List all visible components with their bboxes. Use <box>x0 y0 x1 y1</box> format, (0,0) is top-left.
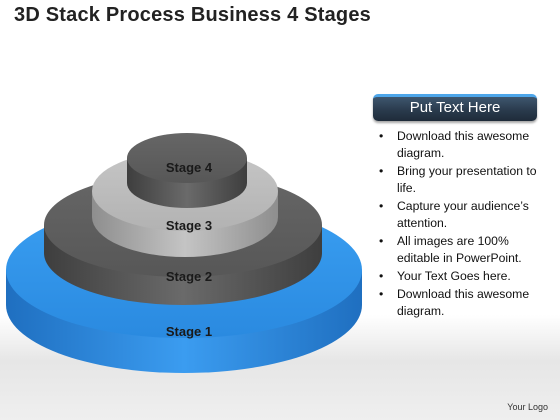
bullet-text: Bring your presentation to life. <box>397 164 537 195</box>
stage-3-label: Stage 3 <box>166 218 212 233</box>
list-item: • Bring your presentation to life. <box>377 163 547 197</box>
stage-4-disc <box>127 133 247 208</box>
bullet-list: • Download this awesome diagram. • Bring y… <box>377 128 547 321</box>
bullet-text: All images are 100% editable in PowerPoi… <box>397 234 522 265</box>
list-item: • All images are 100% editable in PowerPo… <box>377 233 547 267</box>
list-item: • Download this awesome diagram. <box>377 286 547 320</box>
bullet-icon: • <box>379 269 384 283</box>
slide-title: 3D Stack Process Business 4 Stages <box>14 4 371 26</box>
bullet-icon: • <box>379 199 384 213</box>
stage-4-label: Stage 4 <box>166 160 213 175</box>
bullet-text: Download this awesome diagram. <box>397 287 530 318</box>
logo-text: Your Logo <box>507 402 548 412</box>
bullet-text: Capture your audience’s attention. <box>397 199 529 230</box>
bullet-icon: • <box>379 129 384 143</box>
text-panel-header: Put Text Here <box>373 94 537 121</box>
stage-1-label: Stage 1 <box>166 324 212 339</box>
bullet-text: Download this awesome diagram. <box>397 129 530 160</box>
bullet-icon: • <box>379 287 384 301</box>
list-item: • Your Text Goes here. <box>377 268 547 285</box>
list-item: • Capture your audience’s attention. <box>377 198 547 232</box>
stage-2-label: Stage 2 <box>166 269 212 284</box>
bullet-icon: • <box>379 234 384 248</box>
bullet-text: Your Text Goes here. <box>397 269 511 283</box>
bullet-icon: • <box>379 164 384 178</box>
list-item: • Download this awesome diagram. <box>377 128 547 162</box>
text-panel-header-label: Put Text Here <box>409 99 501 116</box>
